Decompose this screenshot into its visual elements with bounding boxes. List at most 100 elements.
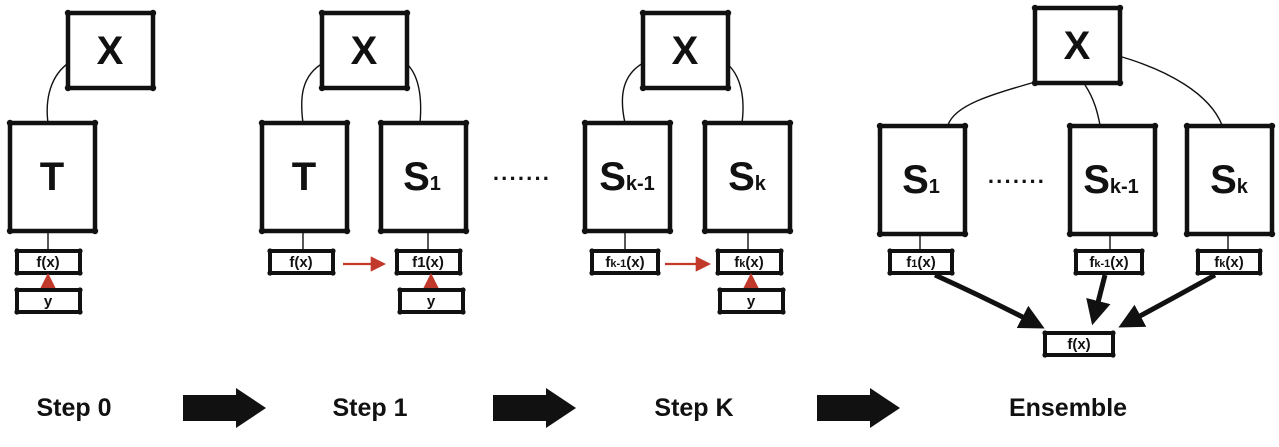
ensemble-arrow-km1 [1086,274,1111,326]
corner-dot [1110,352,1116,358]
corner-dot [1257,248,1263,254]
label-y-text: y [44,293,53,310]
corner-dot [581,119,589,127]
corner-dot [717,287,723,293]
corner-dot [1183,230,1191,238]
ensemble-label: Ensemble [1009,394,1127,422]
ellipsis-2: ······· [988,169,1046,194]
corner-dot [77,287,83,293]
corner-dot [780,287,786,293]
corner-dot [318,84,326,92]
corner-dot [343,227,351,235]
label-y-box [718,288,785,314]
student-1-node [378,120,469,234]
corner-dot [876,230,884,238]
corner-dot [457,270,463,276]
big-arrow-3 [817,388,900,428]
corner-dot [701,227,709,235]
corner-dot [887,270,893,276]
corner-dot [6,119,14,127]
corner-dot [460,309,466,315]
corner-dot [876,122,884,130]
corner-dot [14,287,20,293]
corner-dot [403,9,411,17]
ensemble-arrow-1 [933,272,1045,329]
corner-dot [64,84,72,92]
stepk-label: Step K [654,394,733,422]
corner-dot [330,248,336,254]
corner-dot [377,227,385,235]
corner-dot [1110,330,1116,336]
corner-dot [780,309,786,315]
ensemble-student-km1-label: Sk-1 [1083,158,1139,202]
ensemble-student-km1-output [1074,249,1144,275]
student-k-node [702,120,793,234]
teacher-label: T [292,155,316,199]
label-y-box [398,288,465,314]
corner-dot [666,119,674,127]
corner-dot [639,84,647,92]
box-corner-dots [6,4,1276,358]
ensemble-student-k-output-label: fk(x) [1214,254,1243,271]
corner-dot [1066,230,1074,238]
corner-dot [460,287,466,293]
corner-dot [77,248,83,254]
corner-dot [778,270,784,276]
corner-dot [961,230,969,238]
corner-dot [149,9,157,17]
corner-dot [14,248,20,254]
stepk-panel: X Sk-1 Sk fk-1(x) fk(x) y [582,10,793,314]
corner-dot [887,248,893,254]
student-km1-output-label: fk-1(x) [605,254,644,271]
big-arrow-1 [183,388,266,428]
corner-dot [1139,270,1145,276]
corner-dot [1151,230,1159,238]
corner-dot [1195,270,1201,276]
ensemble-student-km1-node [1067,123,1158,237]
corner-dot [394,248,400,254]
corner-dot [457,248,463,254]
corner-dot [1183,122,1191,130]
corner-dot [701,119,709,127]
corner-dot [6,227,14,235]
ensemble-student-k-label: Sk [1210,158,1249,202]
ensemble-panel: X S1 ······· Sk-1 Sk f1(x) fk-1(x) fk(x)… [877,5,1275,357]
corner-dot [1031,79,1039,87]
corner-dot [1042,330,1048,336]
label-y-text: y [747,293,756,310]
student-km1-node [582,120,673,234]
corner-dot [1116,4,1124,12]
corner-dot [589,270,595,276]
corner-dot [715,248,721,254]
x-label: X [351,29,378,73]
ensemble-student-k-output [1196,249,1262,275]
corner-dot [1139,248,1145,254]
corner-dot [267,270,273,276]
input-x-node [319,10,410,91]
corner-dot [639,9,647,17]
teacher-label: T [40,155,64,199]
student-1-output-label: f1(x) [412,254,444,271]
input-x-node [640,10,731,91]
step0-label: Step 0 [36,394,111,422]
ensemble-arrow-k [1118,272,1217,328]
ellipsis-1: ······· [493,166,551,191]
corner-dot [14,309,20,315]
student-k-output-label: fk(x) [734,254,763,271]
corner-dot [949,270,955,276]
x-label: X [97,29,124,73]
corner-dot [14,270,20,276]
corner-dot [258,227,266,235]
corner-dot [724,84,732,92]
big-arrow-2 [493,388,576,428]
teacher-output-label: f(x) [289,254,312,271]
corner-dot [1066,122,1074,130]
corner-dot [786,227,794,235]
ensemble-student-1-label: S1 [902,158,940,202]
teacher-node [259,120,350,234]
corner-dot [91,119,99,127]
corner-dot [666,227,674,235]
corner-dot [77,270,83,276]
corner-dot [91,227,99,235]
